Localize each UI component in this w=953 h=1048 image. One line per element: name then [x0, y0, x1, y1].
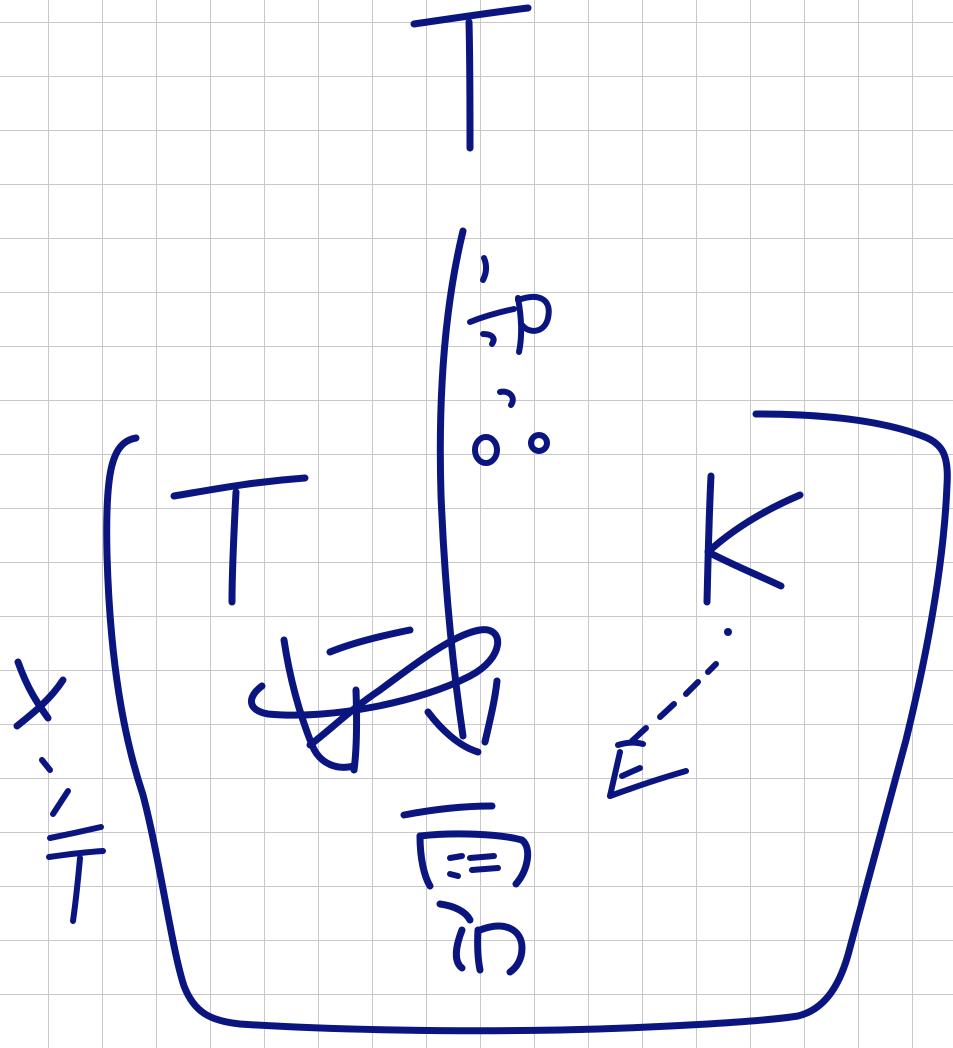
left-t-glyph — [170, 474, 309, 606]
left-x-glyph — [13, 658, 106, 924]
top-t-glyph — [410, 4, 532, 152]
right-k-glyph — [703, 472, 804, 606]
bottom-glyph — [400, 802, 532, 976]
middle-scribble — [248, 626, 501, 774]
dashed-arrow — [607, 628, 732, 799]
arrow-annotation-marks — [467, 255, 552, 466]
container-bracket — [103, 410, 951, 1035]
main-down-arrow — [424, 227, 501, 756]
